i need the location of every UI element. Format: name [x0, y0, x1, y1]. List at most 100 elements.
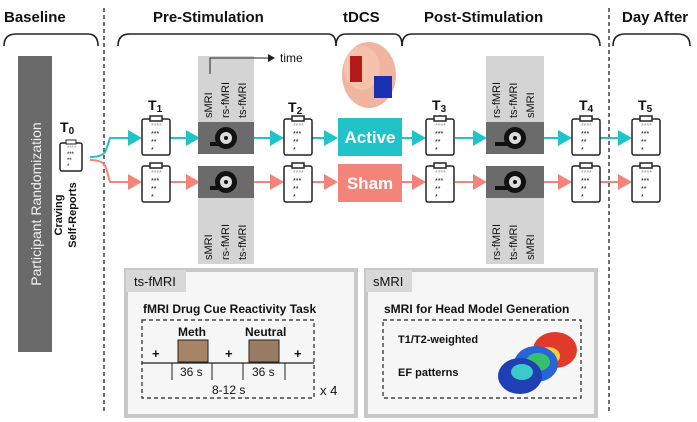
pre-bottom-ts: ts-fMRI [237, 225, 249, 260]
t5-label: T5 [638, 97, 653, 115]
svg-text:*: * [641, 194, 644, 201]
svg-text:**: ** [641, 139, 647, 146]
sham-box [338, 164, 402, 202]
interval-label: 8-12 s [212, 383, 245, 397]
svg-text:***: *** [151, 178, 159, 185]
svg-text:**: ** [641, 186, 647, 193]
phase-pre-stimulation: Pre-Stimulation [153, 9, 264, 26]
svg-text:****: **** [581, 123, 592, 130]
svg-text:****: **** [293, 170, 304, 177]
svg-text:***: *** [581, 178, 589, 185]
head-electrode-icon [342, 42, 396, 108]
svg-text:***: *** [641, 178, 649, 185]
mri-scanner-icons [210, 127, 526, 193]
svg-text:**: ** [151, 186, 157, 193]
svg-text:****: **** [435, 123, 446, 130]
svg-text:*: * [67, 164, 70, 170]
active-label: Active [344, 128, 395, 147]
svg-text:****: **** [67, 146, 77, 152]
t0-label: T0 [60, 119, 75, 137]
time-label: time [280, 51, 303, 65]
ef-brain-maps [498, 332, 577, 394]
post-scan-bottom-panel [486, 198, 544, 264]
svg-text:**: ** [293, 139, 299, 146]
meth-label: Meth [178, 325, 206, 339]
t2-label: T2 [288, 99, 303, 117]
post-bottom-rs: rs-fMRI [491, 224, 503, 260]
tsfmri-tab [126, 270, 186, 292]
plus-3: + [294, 346, 302, 361]
svg-text:*: * [435, 147, 438, 154]
pre-top-smri: sMRI [203, 92, 215, 118]
svg-text:***: *** [435, 131, 443, 138]
pre-scan-top-panel [198, 56, 254, 122]
repeat-label: x 4 [320, 383, 337, 398]
svg-text:*: * [151, 194, 154, 201]
smri-title: sMRI for Head Model Generation [384, 302, 569, 316]
svg-text:*: * [641, 147, 644, 154]
duration-neutral: 36 s [252, 365, 275, 379]
svg-text:***: *** [581, 131, 589, 138]
post-bottom-ts: ts-fMRI [508, 225, 520, 260]
post-top-smri: sMRI [525, 92, 537, 118]
pre-top-rs: rs-fMRI [220, 82, 232, 118]
svg-text:***: *** [641, 131, 649, 138]
duration-meth: 36 s [180, 365, 203, 379]
svg-text:***: *** [151, 131, 159, 138]
svg-text:****: **** [435, 170, 446, 177]
phase-braces [3, 33, 691, 47]
svg-text:**: ** [435, 139, 441, 146]
phase-dividers [103, 8, 610, 414]
active-box [338, 118, 402, 156]
t1-label: T1 [148, 97, 163, 115]
active-branch-line [89, 130, 142, 158]
svg-text:**: ** [293, 186, 299, 193]
sham-branch-line [89, 159, 142, 190]
svg-text:****: **** [641, 170, 652, 177]
smri-tab-label: sMRI [373, 274, 403, 289]
sham-label: Sham [347, 174, 393, 193]
plus-2: + [225, 346, 233, 361]
meth-cue-image [177, 339, 209, 363]
svg-text:***: *** [293, 178, 301, 185]
checklist-ratings: ********** ********** ********** *******… [67, 123, 652, 201]
svg-text:****: **** [641, 123, 652, 130]
smri-dashed-frame [382, 319, 582, 399]
svg-text:****: **** [293, 123, 304, 130]
smri-line1: T1/T2-weighted [398, 334, 478, 346]
randomization-bar [18, 56, 52, 352]
pre-bottom-smri: sMRI [203, 234, 215, 260]
neutral-label: Neutral [245, 325, 286, 339]
smri-panel [364, 268, 598, 418]
tsfmri-panel [124, 268, 358, 418]
tsfmri-title: fMRI Drug Cue Reactivity Task [143, 302, 316, 316]
phase-post-stimulation: Post-Stimulation [424, 9, 543, 26]
svg-text:***: *** [435, 178, 443, 185]
svg-text:*: * [435, 194, 438, 201]
svg-text:****: **** [581, 170, 592, 177]
post-scan-top-panel [486, 56, 544, 122]
plus-1: + [152, 346, 160, 361]
t0-checklist-icon [59, 139, 83, 172]
svg-text:****: **** [151, 170, 162, 177]
svg-text:**: ** [435, 186, 441, 193]
phase-day-after: Day After [622, 9, 688, 26]
smri-line2: EF patterns [398, 367, 459, 379]
phase-baseline: Baseline [4, 9, 66, 26]
neutral-cue-image [248, 339, 280, 363]
phase-tdcs: tDCS [343, 9, 380, 26]
svg-text:*: * [581, 147, 584, 154]
svg-text:**: ** [151, 139, 157, 146]
svg-text:***: *** [293, 131, 301, 138]
craving-label: Craving [53, 195, 65, 236]
smri-tab [366, 270, 412, 292]
svg-text:***: *** [67, 152, 75, 158]
post-top-ts: ts-fMRI [508, 83, 520, 118]
pre-bottom-rs: rs-fMRI [220, 224, 232, 260]
checklist-icons [141, 115, 661, 203]
post-top-rs: rs-fMRI [491, 82, 503, 118]
svg-text:*: * [581, 194, 584, 201]
tsfmri-dashed-frame [141, 319, 315, 399]
self-reports-label: Self-Reports [67, 182, 79, 247]
